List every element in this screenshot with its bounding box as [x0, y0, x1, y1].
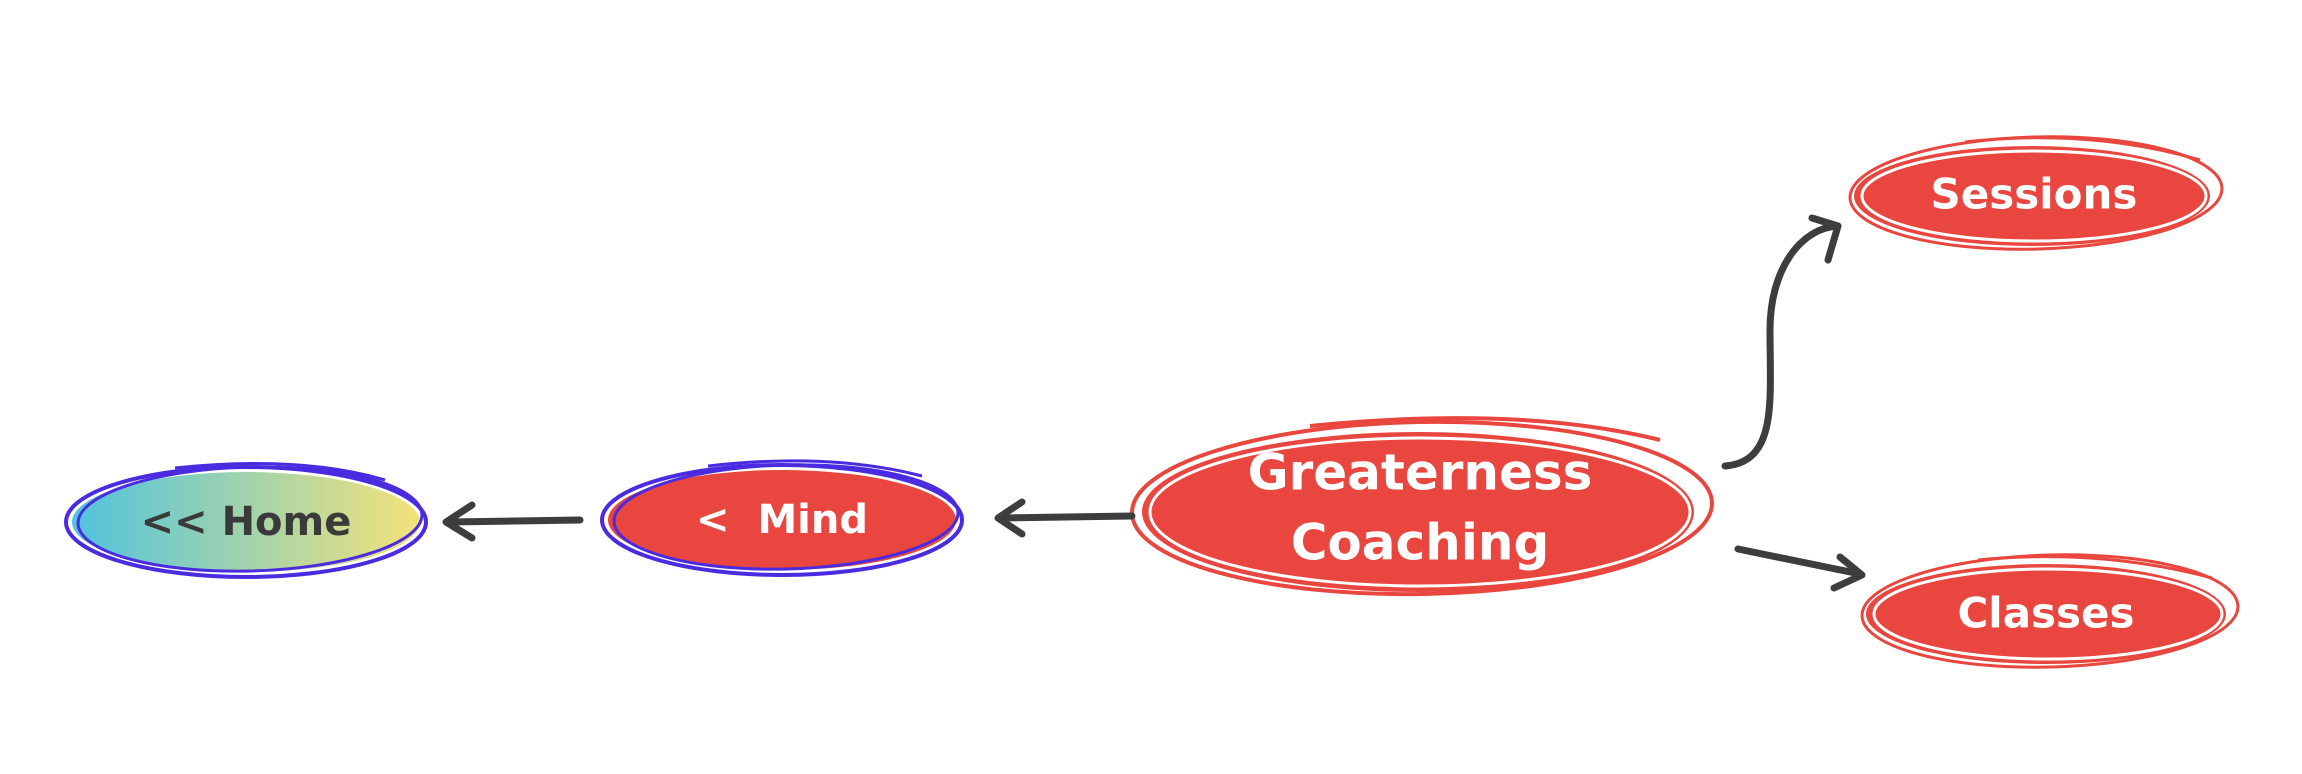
arrow-coaching-to-mind-head — [994, 498, 1026, 538]
classes-node-outline — [1860, 553, 2240, 669]
arrow-mind-to-home-head — [442, 501, 476, 542]
arrow-coaching-to-classes — [1734, 545, 1864, 578]
home-node-outline-sketch — [76, 465, 424, 573]
sessions-node-inner-outline — [1860, 149, 2208, 243]
mind-node-scribble — [707, 459, 923, 478]
sessions-node-fill — [1854, 146, 2210, 246]
classes-node-fill — [1866, 564, 2226, 664]
mind-node-fill — [608, 470, 956, 570]
coaching-node-label-line2: Coaching — [1291, 514, 1550, 572]
home-node[interactable]: << Home — [64, 462, 428, 579]
coaching-node[interactable]: Greaterness Coaching — [1130, 416, 1714, 599]
arrow-coaching-to-sessions-head — [1808, 214, 1842, 264]
home-node-scribble — [174, 462, 386, 482]
sessions-node[interactable]: Sessions — [1848, 132, 2224, 254]
coaching-node-fill — [1142, 432, 1694, 592]
arrow-coaching-to-classes-head — [1830, 553, 1866, 592]
coaching-node-scribble — [1309, 416, 1661, 442]
sessions-node-scribble — [1964, 136, 2201, 162]
home-node-fill — [72, 472, 420, 572]
arrow-mind-to-home — [444, 516, 584, 526]
home-node-label: << Home — [141, 499, 352, 545]
mind-node[interactable]: < Mind — [600, 459, 964, 577]
mind-node-outline-sketch — [612, 463, 960, 571]
coaching-node-label-line1: Greaterness — [1248, 444, 1593, 502]
classes-node-inner-outline — [1872, 567, 2224, 661]
coaching-node-inner-outline — [1148, 436, 1692, 588]
classes-node-label: Classes — [1957, 589, 2134, 638]
classes-node[interactable]: Classes — [1860, 550, 2240, 672]
sessions-node-label: Sessions — [1931, 170, 2138, 219]
classes-node-scribble — [1977, 555, 2213, 580]
arrow-coaching-to-sessions — [1721, 222, 1842, 470]
arrow-coaching-to-mind — [996, 512, 1136, 522]
mind-node-label: < Mind — [696, 497, 868, 543]
